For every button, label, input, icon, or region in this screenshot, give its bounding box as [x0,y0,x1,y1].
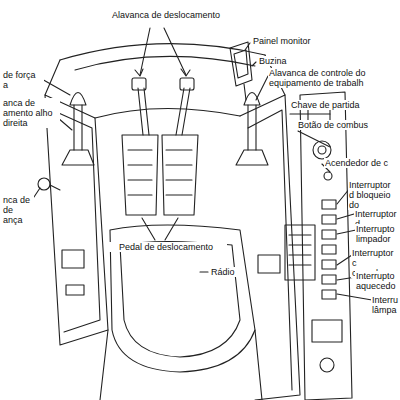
part-label: Interruptor d bloqueio do [348,180,398,210]
part-label: Botão de combus [297,120,369,130]
part-label: Interrupto limpador [355,224,398,244]
part-label: Interru lâmpa [371,295,398,315]
part-label: de força a [2,70,44,90]
part-label: Buzina [258,56,288,66]
part-label: Pedal de deslocamento [105,242,227,252]
part-label: Interrupto aquecedo [355,271,398,291]
part-label: Chave de partida [290,100,361,110]
part-label: nca de de ança [2,195,34,225]
part-label: Alavanca de controle do equipamento de t… [268,68,398,88]
part-label: Rádio [210,267,236,277]
part-label: anca de amento alho direita [2,98,60,128]
part-label: Acendedor de c [324,158,389,168]
part-label: Alavanca de deslocamento [100,10,232,20]
part-label: Painel monitor [252,36,312,46]
